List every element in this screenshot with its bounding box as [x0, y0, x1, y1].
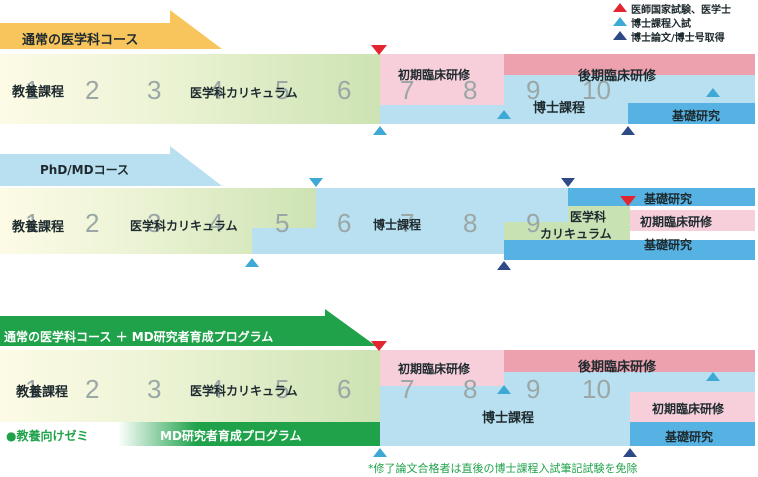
year-4: 4 [209, 75, 224, 105]
light-blue-triangle-icon [497, 385, 511, 394]
course-3-shoki1-label: 初期臨床研修 [398, 362, 471, 376]
course-3-koki-block [504, 350, 755, 372]
footnote: *修了論文合格者は直後の博士課程入試筆記試験を免除 [368, 462, 638, 475]
year-6: 6 [337, 75, 352, 105]
year-9: 9 [526, 208, 541, 238]
year-10: 10 [582, 374, 611, 404]
light-blue-triangle-icon [373, 448, 387, 457]
course-1-hakase-label: 博士課程 [533, 101, 586, 116]
course-2-kiso1-block [568, 188, 755, 206]
year-10: 10 [582, 75, 611, 105]
dark-blue-triangle-icon [561, 178, 575, 187]
red-triangle-icon [620, 196, 636, 206]
light-blue-triangle-icon [706, 88, 720, 97]
year-7: 7 [400, 374, 415, 404]
course-1-shoki-block [380, 54, 504, 105]
course-3-koki-label: 後期臨床研修 [578, 360, 657, 375]
red-triangle-icon [613, 3, 627, 12]
light-blue-triangle-icon [373, 126, 387, 135]
course-3-shoki2-label: 初期臨床研修 [652, 402, 725, 416]
course-1-koki-label: 後期臨床研修 [578, 69, 657, 84]
year-3: 3 [147, 75, 162, 105]
course-1-koki-block [504, 54, 755, 75]
year-3: 3 [147, 374, 162, 404]
course-1-kyoyo-band [0, 54, 380, 124]
year-8: 8 [463, 75, 478, 105]
course-3-shoki1-block [380, 350, 504, 386]
course-2-igakka2-line1: 医学科 [570, 210, 607, 224]
course-3-md-program-label: MD研究者育成プログラム [160, 429, 302, 443]
course-1-igakka-label: 医学科カリキュラム [190, 86, 298, 100]
year-4: 4 [209, 374, 224, 404]
course-3-shoki2-block [630, 392, 755, 422]
course-3-kyoyo-band [0, 350, 380, 422]
year-7: 7 [400, 208, 415, 238]
year-5: 5 [275, 208, 290, 238]
course-2-igakka2-line2: カリキュラム [540, 227, 612, 241]
course-1-shoki-label: 初期臨床研修 [398, 68, 471, 82]
course-2-entry-block [252, 228, 316, 254]
dark-blue-triangle-icon [623, 448, 637, 457]
legend-item-2: 博士課程入試 [631, 19, 691, 30]
course-1-title-arrow [0, 10, 222, 49]
year-2: 2 [85, 374, 100, 404]
year-9: 9 [526, 75, 541, 105]
dark-blue-triangle-icon [621, 126, 635, 135]
legend-item-1: 医師国家試験、医学士 [631, 5, 731, 16]
year-8: 8 [463, 208, 478, 238]
year-7: 7 [400, 75, 415, 105]
year-3: 3 [147, 208, 162, 238]
course-3-kiso-label: 基礎研究 [665, 430, 714, 444]
course-2-igakka-label: 医学科カリキュラム [130, 219, 238, 233]
course-1-title: 通常の医学科コース [22, 33, 139, 48]
year-6: 6 [337, 208, 352, 238]
course-3-kiso-block [630, 422, 755, 446]
course-1-hakase-block-2 [628, 75, 755, 103]
light-blue-triangle-icon [309, 178, 323, 187]
year-5: 5 [275, 374, 290, 404]
course-3-md-program-bar [118, 422, 380, 446]
year-4: 4 [209, 208, 224, 238]
red-triangle-icon [371, 45, 387, 55]
course-3-title: 通常の医学科コース ＋ MD研究者育成プログラム [4, 330, 274, 344]
course-3-zemi-label: ●教養向けゼミ [6, 429, 89, 443]
course-3-hakase-label: 博士課程 [482, 411, 535, 426]
course-2-kyoyo-label: 教養課程 [12, 220, 65, 235]
course-3-kyoyo-label: 教養課程 [16, 385, 69, 400]
course-1-kiso-block [628, 103, 755, 124]
light-blue-triangle-icon [497, 110, 511, 119]
course-2-title: PhD/MDコース [40, 163, 129, 177]
light-blue-triangle-icon [245, 258, 259, 267]
course-1-kyoyo-label: 教養課程 [12, 85, 65, 100]
course-2-title-arrow [0, 146, 222, 186]
year-2: 2 [85, 75, 100, 105]
year-6: 6 [337, 374, 352, 404]
dark-blue-triangle-icon [613, 31, 627, 40]
course-2-shoki-block [630, 210, 755, 231]
course-2-shoki-label: 初期臨床研修 [640, 215, 713, 229]
course-2-kiso2-block [504, 240, 755, 260]
year-1: 1 [25, 374, 40, 404]
course-2-hakase-label: 博士課程 [373, 218, 422, 232]
dark-blue-triangle-icon [497, 261, 511, 270]
red-triangle-icon [371, 341, 387, 351]
year-1: 1 [25, 75, 40, 105]
light-blue-triangle-icon [706, 372, 720, 381]
course-2-igakka2-block [568, 206, 630, 240]
year-1: 1 [25, 208, 40, 238]
light-blue-triangle-icon [613, 17, 627, 26]
course-2-kiso1-label: 基礎研究 [644, 192, 693, 206]
year-5: 5 [275, 75, 290, 105]
course-2-kiso2-label: 基礎研究 [644, 238, 693, 252]
year-9: 9 [526, 374, 541, 404]
year-8: 8 [463, 374, 478, 404]
course-1-kiso-label: 基礎研究 [672, 109, 721, 123]
legend-item-3: 博士論文/博士号取得 [631, 33, 725, 44]
course-3-title-arrow [0, 309, 376, 346]
year-2: 2 [85, 208, 100, 238]
course-3-igakka-label: 医学科カリキュラム [190, 384, 298, 398]
course-2-igakka2-left [504, 222, 568, 240]
